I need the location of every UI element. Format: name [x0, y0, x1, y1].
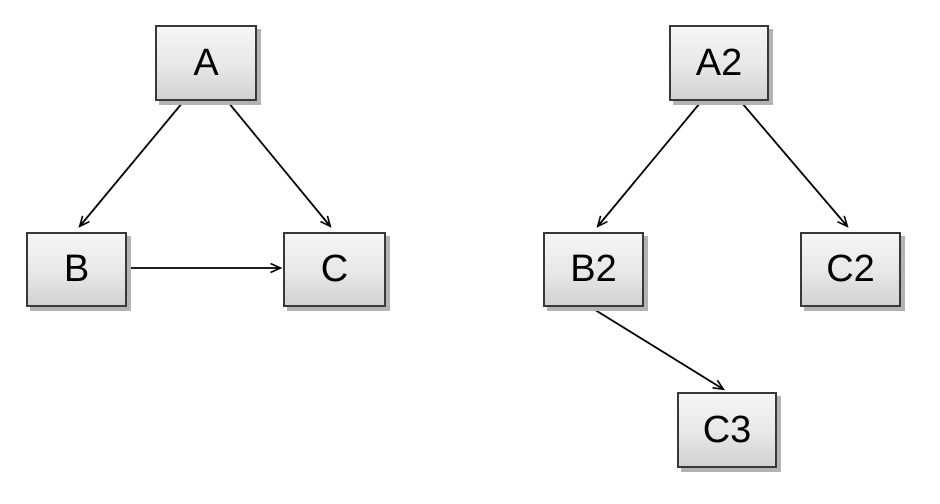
node-C2-label: C2: [826, 248, 875, 290]
node-A2[interactable]: A2: [669, 25, 769, 101]
edge-A-to-C: [227, 101, 330, 226]
node-B-label: B: [63, 248, 90, 290]
edge-A-to-B: [80, 101, 184, 226]
node-A[interactable]: A: [155, 25, 257, 101]
node-A2-label: A2: [695, 41, 743, 84]
edge-A2-to-C2: [741, 102, 847, 226]
node-B2[interactable]: B2: [543, 232, 644, 307]
edge-A2-to-B2: [598, 102, 701, 226]
node-C2[interactable]: C2: [800, 232, 901, 307]
node-B[interactable]: B: [26, 232, 127, 307]
node-C3[interactable]: C3: [677, 392, 777, 468]
node-A-label: A: [193, 41, 219, 84]
node-C[interactable]: C: [283, 232, 386, 307]
edge-B2-to-C3: [591, 307, 723, 389]
node-C-label: C: [320, 248, 349, 290]
node-B2-label: B2: [570, 248, 617, 290]
node-C3-label: C3: [702, 408, 752, 451]
